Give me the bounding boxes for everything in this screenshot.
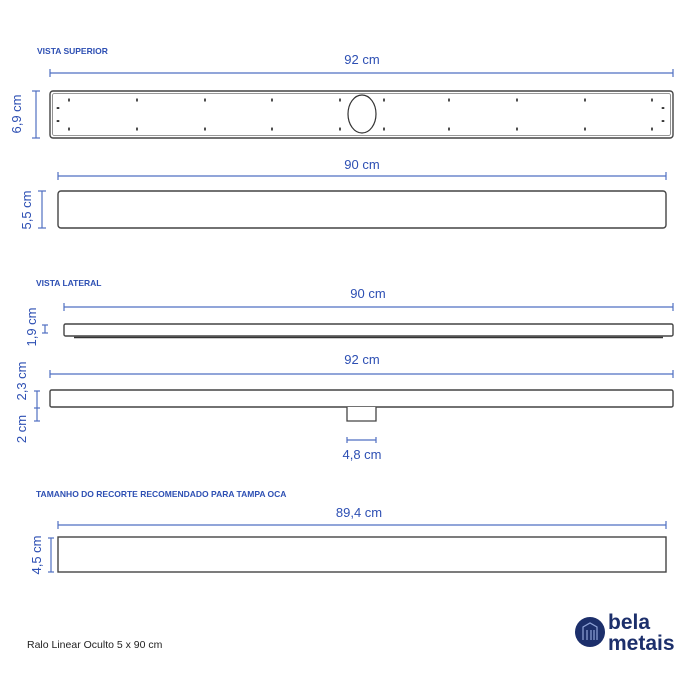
outlet-side-view [346, 407, 377, 422]
dim-line-lid-height [42, 324, 48, 334]
screw-hole [516, 98, 518, 102]
screw-hole [651, 98, 653, 102]
drain-hole [347, 94, 377, 134]
screw-hole [56, 120, 60, 122]
screw-hole [383, 127, 385, 131]
screw-hole [204, 98, 206, 102]
screw-hole [136, 127, 138, 131]
dim-line-cutout-length [57, 521, 667, 529]
brand-line1: bela [608, 611, 650, 634]
screw-hole [68, 127, 70, 131]
screw-hole [584, 127, 586, 131]
dim-body-length: 92 cm [344, 352, 379, 367]
dim-line-inner-length [57, 172, 667, 180]
section-title-cutout: TAMANHO DO RECORTE RECOMENDADO PARA TAMP… [36, 489, 286, 499]
dim-top-width: 6,9 cm [9, 94, 24, 133]
grate-top-view [49, 90, 674, 139]
dim-cutout-length: 89,4 cm [336, 505, 382, 520]
screw-hole [383, 98, 385, 102]
screw-hole [661, 107, 665, 109]
dim-line-body-outlet-height [34, 390, 40, 422]
screw-hole [136, 98, 138, 102]
screw-hole [584, 98, 586, 102]
dim-line-body-length [49, 370, 674, 378]
screw-hole [271, 127, 273, 131]
brand-line2: metais [608, 632, 675, 655]
dim-lid-height: 1,9 cm [24, 307, 39, 346]
dim-lid-length: 90 cm [350, 286, 385, 301]
dim-body-height: 2,3 cm [14, 361, 29, 400]
dim-line-lid-length [63, 303, 674, 311]
product-caption: Ralo Linear Oculto 5 x 90 cm [27, 639, 163, 651]
screw-hole [448, 98, 450, 102]
dim-line-top-length [49, 69, 674, 77]
screw-hole [651, 127, 653, 131]
screw-hole [56, 107, 60, 109]
screw-hole [271, 98, 273, 102]
screw-hole [448, 127, 450, 131]
dim-line-top-width [32, 90, 40, 139]
screw-hole [204, 127, 206, 131]
dim-outlet-width: 4,8 cm [342, 447, 381, 462]
body-side-view [49, 389, 674, 408]
screw-holes [56, 98, 665, 131]
inner-channel-top-view [57, 190, 667, 229]
dim-line-inner-width [38, 190, 46, 229]
section-title-side-view: VISTA LATERAL [36, 278, 101, 288]
dim-line-outlet-width [346, 437, 377, 443]
logo-mark-icon [575, 617, 605, 647]
screw-hole [68, 98, 70, 102]
lid-side-view [63, 323, 674, 337]
dim-line-cutout-width [48, 537, 54, 573]
brand-logo: bela metais [575, 611, 675, 655]
screw-hole [339, 98, 341, 102]
screw-hole [339, 127, 341, 131]
screw-hole [516, 127, 518, 131]
dim-inner-length: 90 cm [344, 157, 379, 172]
screw-hole [661, 120, 665, 122]
section-title-top-view: VISTA SUPERIOR [37, 46, 108, 56]
dim-outlet-height: 2 cm [14, 415, 29, 443]
dim-inner-width: 5,5 cm [19, 190, 34, 229]
cutout-outline [57, 536, 667, 573]
dim-cutout-width: 4,5 cm [29, 535, 44, 574]
dim-top-length: 92 cm [344, 52, 379, 67]
